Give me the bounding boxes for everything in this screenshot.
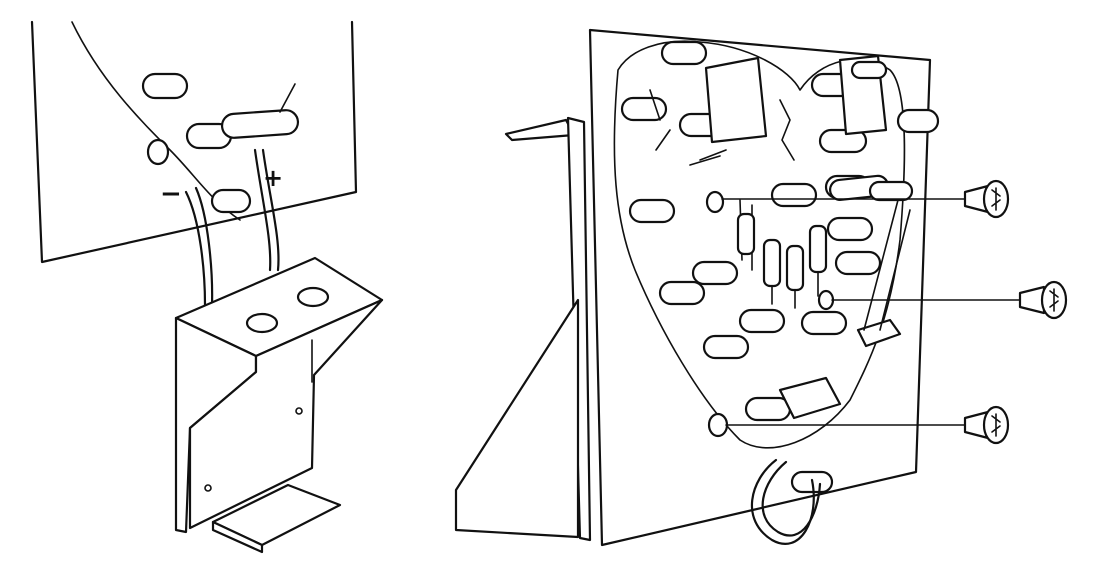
stand-base	[454, 298, 580, 539]
screw-3	[725, 405, 1010, 445]
pad-top	[141, 72, 189, 100]
mounting-bracket	[174, 256, 384, 554]
screw-2	[831, 280, 1068, 320]
mount-hole	[146, 138, 170, 166]
component-resistor	[220, 109, 300, 139]
stand-tab	[504, 118, 576, 142]
bracket-hole-1	[245, 312, 279, 334]
board-outline	[588, 28, 932, 547]
left-pads	[141, 72, 300, 214]
board-components	[649, 54, 914, 420]
plus-label: +	[263, 164, 283, 192]
transistor	[778, 376, 842, 420]
bracket-front	[188, 298, 384, 530]
board-wires	[750, 458, 822, 545]
circuit-board	[588, 28, 932, 547]
stand	[454, 116, 592, 542]
pad-bottom	[210, 188, 252, 214]
ic-chip	[704, 56, 768, 144]
bracket-hole-2	[296, 286, 330, 308]
leader-line	[279, 83, 296, 113]
left-wires	[184, 148, 280, 307]
minus-label: −	[160, 179, 182, 209]
screw-1	[721, 179, 1010, 219]
